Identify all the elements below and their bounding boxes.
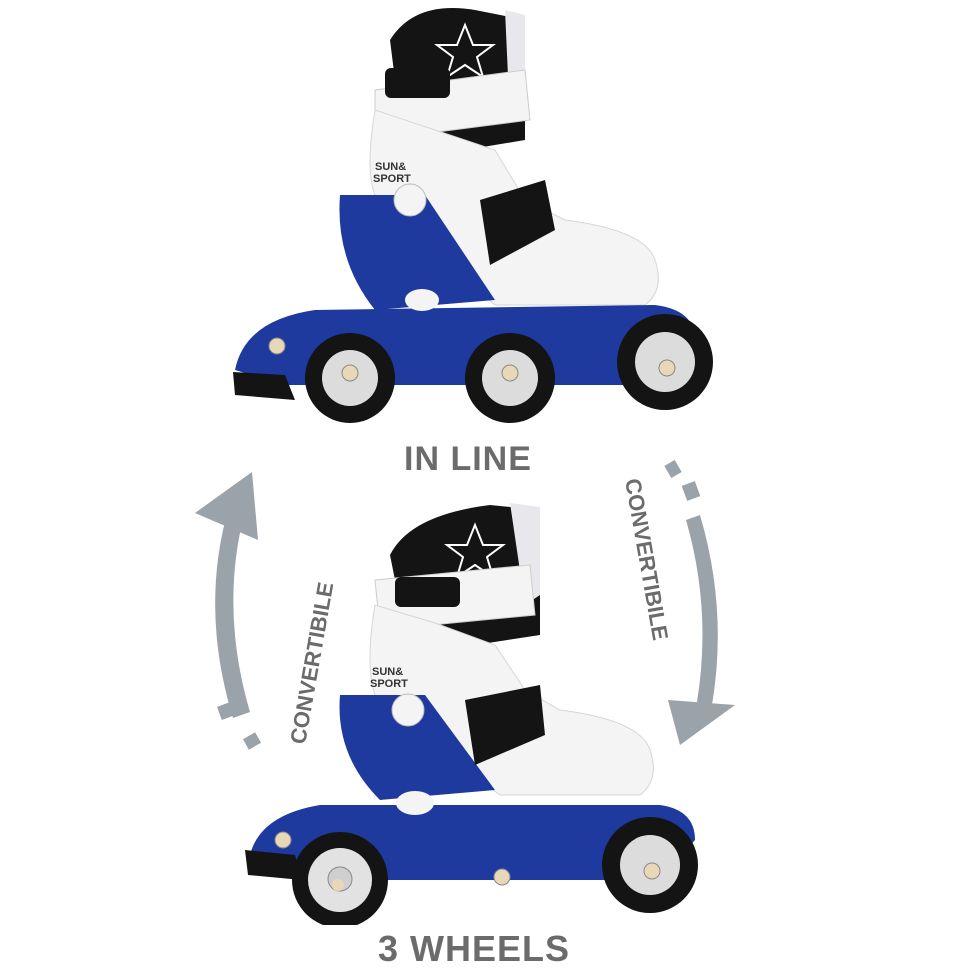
three-wheel-skate-image: SUN& SPORT xyxy=(245,503,698,925)
inline-skate-image: SUN& SPORT xyxy=(233,8,713,423)
right-arrow-down-icon xyxy=(664,459,735,745)
svg-text:SPORT: SPORT xyxy=(373,173,411,185)
svg-text:SUN&: SUN& xyxy=(372,666,403,678)
svg-text:SUN&: SUN& xyxy=(375,161,406,173)
svg-text:SPORT: SPORT xyxy=(370,678,408,690)
three-wheels-label: 3 WHEELS xyxy=(378,928,571,969)
inline-label: IN LINE xyxy=(404,440,532,478)
left-arrow-up-icon xyxy=(195,472,262,750)
